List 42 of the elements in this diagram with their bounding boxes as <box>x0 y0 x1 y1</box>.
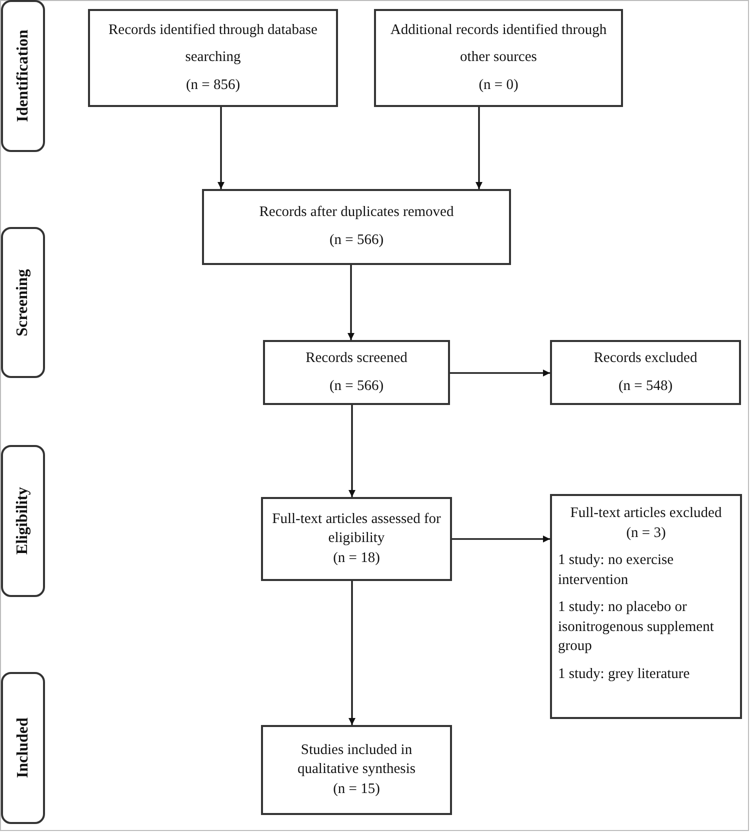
count-text: (n = 15) <box>333 780 380 799</box>
count-text: (n = 566) <box>329 376 384 396</box>
reason-text: 1 study: no exercise intervention <box>558 551 675 590</box>
box-text: Full-text articles excluded <box>570 504 722 523</box>
phase-label-box <box>1 0 45 152</box>
box-text: Full-text articles assessed for eligibility <box>271 510 442 548</box>
arrow <box>476 107 482 189</box>
process-box <box>263 340 450 405</box>
reason-text: 1 study: grey literature <box>558 664 691 684</box>
box-text: Records identified through database searching <box>108 20 318 68</box>
phase-label: Screening <box>13 268 32 336</box>
process-box <box>374 9 623 107</box>
phase-label-box <box>1 227 45 378</box>
process-box <box>88 9 338 107</box>
arrow <box>348 405 356 497</box>
count-text: (n = 566) <box>329 231 384 250</box>
box-text: Records screened <box>306 348 408 368</box>
count-text: (n = 856) <box>186 76 240 95</box>
phase-label: Included <box>13 718 32 778</box>
process-box <box>261 497 452 581</box>
count-text: (n = 0) <box>478 76 518 95</box>
arrow <box>348 265 354 340</box>
box-text: Records excluded <box>594 348 698 368</box>
reason-text: 1 study: no placebo or isonitrogenous supplement group <box>558 598 715 656</box>
process-box <box>202 189 511 265</box>
box-text: Additional records identified through other sources <box>389 20 608 68</box>
count-text: (n = 548) <box>618 376 673 396</box>
phase-label-box <box>1 445 45 597</box>
arrow <box>452 536 550 542</box>
phase-label: Eligibility <box>13 487 32 555</box>
arrow <box>450 370 550 376</box>
phase-label-box <box>1 672 45 824</box>
box-text: Studies included in qualitative synthesis <box>296 740 416 780</box>
count-text: (n = 18) <box>333 548 380 568</box>
count-text: (n = 3) <box>626 524 666 543</box>
process-box <box>550 340 741 405</box>
process-box <box>550 494 742 719</box>
box-text: Records after duplicates removed <box>259 203 454 222</box>
arrow <box>348 581 356 725</box>
process-box <box>261 725 452 815</box>
arrow <box>218 107 224 189</box>
phase-label: Identification <box>13 30 32 122</box>
